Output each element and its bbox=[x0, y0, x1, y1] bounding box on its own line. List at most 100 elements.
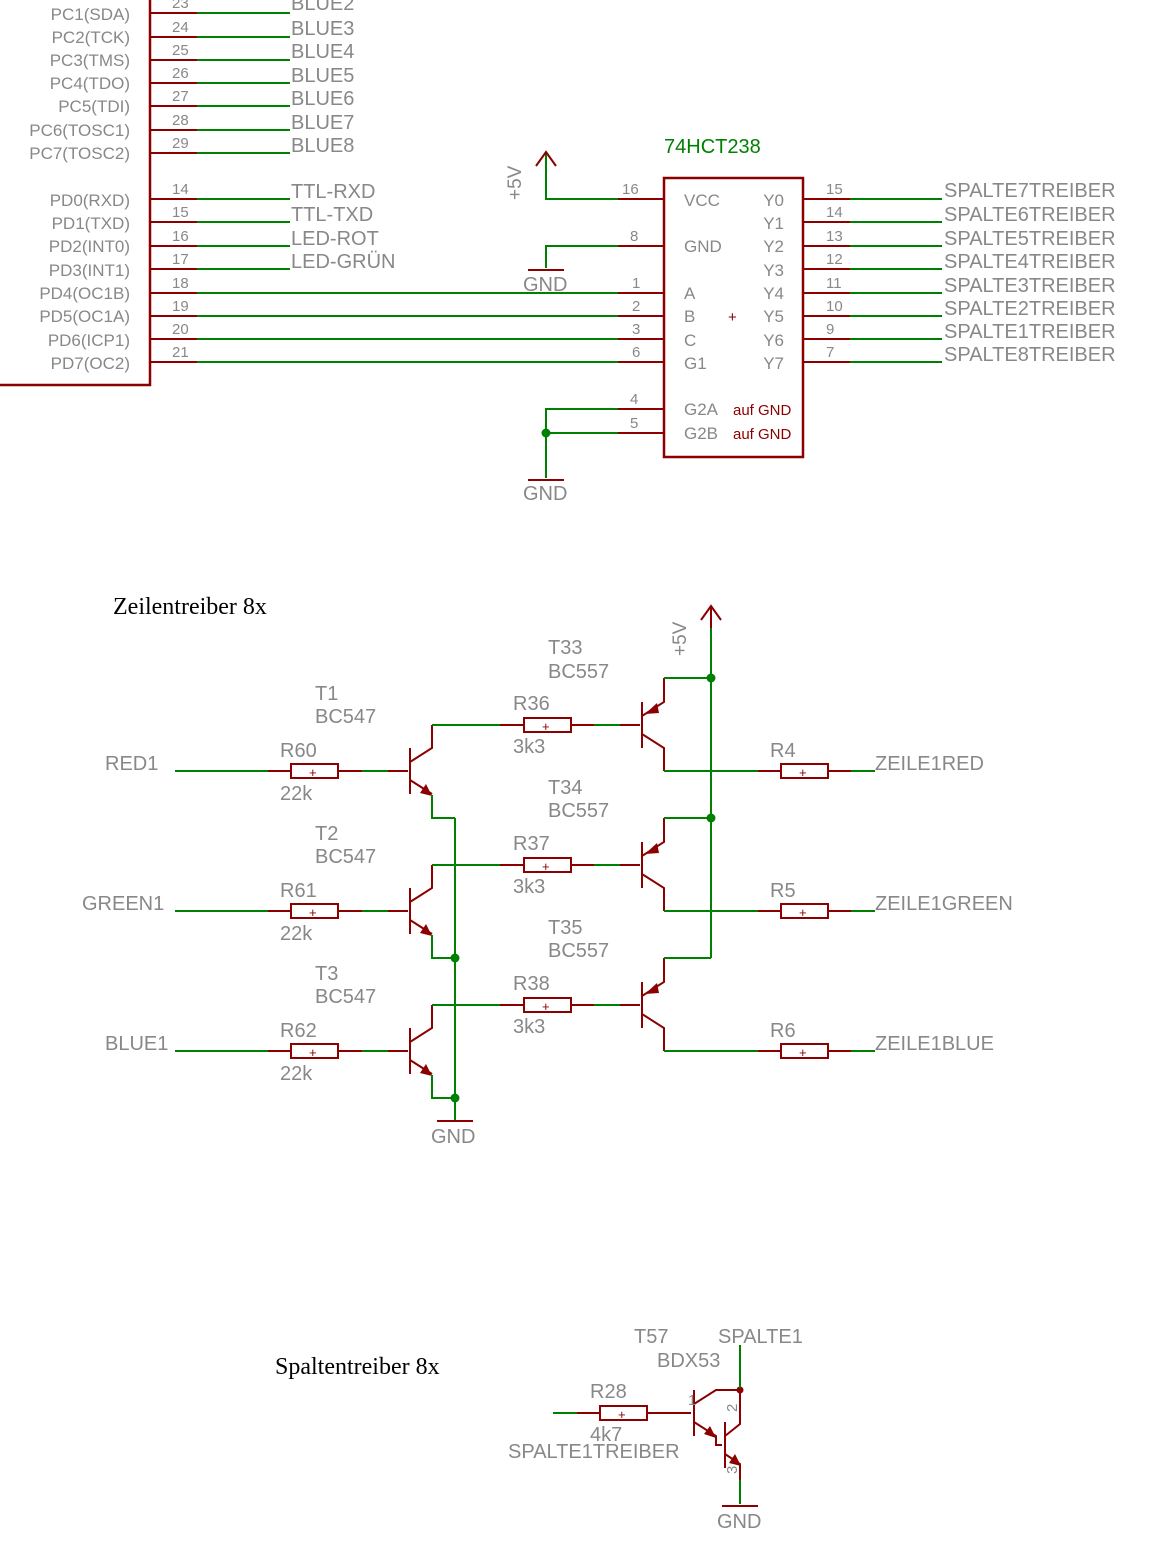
pin-name: PD0(RXD) bbox=[50, 191, 130, 210]
svg-text:+: + bbox=[799, 1045, 807, 1060]
transistor-type: BDX53 bbox=[657, 1350, 720, 1372]
net-label: BLUE1 bbox=[105, 1033, 168, 1055]
transistor-name: T35 bbox=[548, 917, 582, 939]
resistor-name: R28 bbox=[590, 1381, 627, 1403]
net-label: GREEN1 bbox=[82, 893, 164, 915]
net-label: LED-ROT bbox=[291, 228, 379, 250]
pin-name: G2A bbox=[684, 400, 719, 419]
col-driver-title: Spaltentreiber 8x bbox=[275, 1354, 440, 1380]
transistor-type: BC557 bbox=[548, 940, 609, 962]
net-label: SPALTE8TREIBER bbox=[944, 344, 1116, 366]
decoder-name: 74HCT238 bbox=[664, 136, 761, 158]
net-label: SPALTE3TREIBER bbox=[944, 275, 1116, 297]
resistor-value: 22k bbox=[280, 783, 313, 805]
pin-name: Y7 bbox=[763, 354, 784, 373]
pin-name: PD5(OC1A) bbox=[39, 307, 130, 326]
resistor-name: R62 bbox=[280, 1020, 317, 1042]
net-label: BLUE8 bbox=[291, 135, 354, 157]
pin-number: 17 bbox=[172, 251, 189, 268]
pin-number: 8 bbox=[630, 228, 638, 245]
net-label: BLUE2 bbox=[291, 0, 354, 15]
mcu-pins: PC1(SDA) 23 BLUE2 PC2(TCK) 24 BLUE3 PC3(… bbox=[29, 0, 618, 373]
pin-name: G1 bbox=[684, 354, 707, 373]
row-channel: BLUE1 + R62 22k T3 BC547 + bbox=[105, 917, 994, 1099]
resistor-name: R6 bbox=[770, 1020, 796, 1042]
net-label: SPALTE7TREIBER bbox=[944, 180, 1116, 202]
pin-number: 5 bbox=[630, 415, 638, 432]
pin-name: VCC bbox=[684, 191, 720, 210]
net-label: SPALTE2TREIBER bbox=[944, 298, 1116, 320]
pin-name: PC7(TOSC2) bbox=[29, 144, 130, 163]
pin-number: 26 bbox=[172, 65, 189, 82]
pin-name: PC3(TMS) bbox=[50, 51, 130, 70]
pin-number: 27 bbox=[172, 88, 189, 105]
gnd-symbol: GND bbox=[523, 245, 618, 296]
transistor-name: T34 bbox=[548, 777, 582, 799]
transistor-name: T1 bbox=[315, 683, 338, 705]
net-label: BLUE6 bbox=[291, 88, 354, 110]
pin-name: PD7(OC2) bbox=[51, 354, 130, 373]
svg-text:+: + bbox=[542, 859, 550, 874]
supply-label: +5V bbox=[505, 165, 526, 200]
gnd-symbol: GND bbox=[717, 1505, 761, 1533]
net-label: ZEILE1RED bbox=[875, 753, 984, 775]
pin-number: 28 bbox=[172, 112, 189, 129]
pin-number: 3 bbox=[724, 1466, 741, 1474]
svg-text:+: + bbox=[309, 765, 317, 780]
npn-transistor bbox=[388, 865, 455, 959]
pin-name: Y1 bbox=[763, 214, 784, 233]
decoder-left-pins: 16 VCC 8 GND 1 A 2 B 3 C 6 G1 4 G2A auf … bbox=[618, 181, 792, 443]
resistor-name: R38 bbox=[513, 973, 550, 995]
resistor-value: 22k bbox=[280, 1063, 313, 1085]
pin-name: PC6(TOSC1) bbox=[29, 121, 130, 140]
resistor-value: 3k3 bbox=[513, 736, 545, 758]
gnd-label: GND bbox=[523, 483, 567, 505]
transistor-name: T3 bbox=[315, 963, 338, 985]
transistor-type: BC547 bbox=[315, 846, 376, 868]
transistor-type: BC547 bbox=[315, 986, 376, 1008]
npn-transistor bbox=[388, 724, 455, 819]
pin-number: 4 bbox=[630, 391, 638, 408]
svg-text:+: + bbox=[799, 765, 807, 780]
mcu-pin-row: PD7(OC2) 21 bbox=[51, 344, 618, 373]
pin-number: 24 bbox=[172, 19, 189, 36]
mcu-pin-row: PD6(ICP1) 20 bbox=[48, 321, 618, 350]
resistor-value: 3k3 bbox=[513, 1016, 545, 1038]
pin-name: C bbox=[684, 331, 696, 350]
pin-name: Y6 bbox=[763, 331, 784, 350]
net-label: SPALTE6TREIBER bbox=[944, 204, 1116, 226]
pin-number: 1 bbox=[632, 275, 640, 292]
mcu-block: PC1(SDA) 23 BLUE2 PC2(TCK) 24 BLUE3 PC3(… bbox=[0, 0, 618, 387]
net-label: LED-GRÜN bbox=[291, 251, 395, 273]
svg-text:+: + bbox=[542, 719, 550, 734]
pin-number: 11 bbox=[826, 275, 842, 292]
pin-name: PC4(TDO) bbox=[50, 74, 130, 93]
svg-text:+: + bbox=[618, 1407, 626, 1422]
net-label: TTL-RXD bbox=[291, 181, 375, 203]
transistor-type: BC557 bbox=[548, 800, 609, 822]
transistor-type: BC547 bbox=[315, 706, 376, 728]
pin-number: 20 bbox=[172, 321, 189, 338]
net-label: BLUE7 bbox=[291, 112, 354, 134]
resistor-name: R60 bbox=[280, 740, 317, 762]
pin-number: 12 bbox=[826, 251, 843, 268]
pin-number: 6 bbox=[632, 344, 640, 361]
row-driver-block: Zeilentreiber 8x +5V GND RED1 + R60 bbox=[82, 594, 1013, 1148]
pin-name: PC5(TDI) bbox=[58, 97, 130, 116]
gnd-symbol: GND bbox=[523, 408, 618, 505]
svg-text:+: + bbox=[799, 905, 807, 920]
pin-note: auf GND bbox=[733, 402, 792, 419]
resistor-name: R4 bbox=[770, 740, 796, 762]
svg-text:+: + bbox=[309, 905, 317, 920]
mcu-pin-row: PC5(TDI) 27 BLUE6 bbox=[58, 88, 354, 116]
pin-name: Y5 bbox=[763, 307, 784, 326]
pin-name: PC1(SDA) bbox=[51, 5, 130, 24]
gnd-label: GND bbox=[717, 1511, 761, 1533]
pin-name: PD1(TXD) bbox=[52, 214, 130, 233]
pin-number: 10 bbox=[826, 298, 843, 315]
resistor-value: 4k7 bbox=[590, 1424, 622, 1446]
pin-name: PC2(TCK) bbox=[52, 28, 130, 47]
mcu-pin-row: PC1(SDA) 23 BLUE2 bbox=[51, 0, 355, 24]
mcu-pin-row: PD5(OC1A) 19 bbox=[39, 298, 618, 326]
